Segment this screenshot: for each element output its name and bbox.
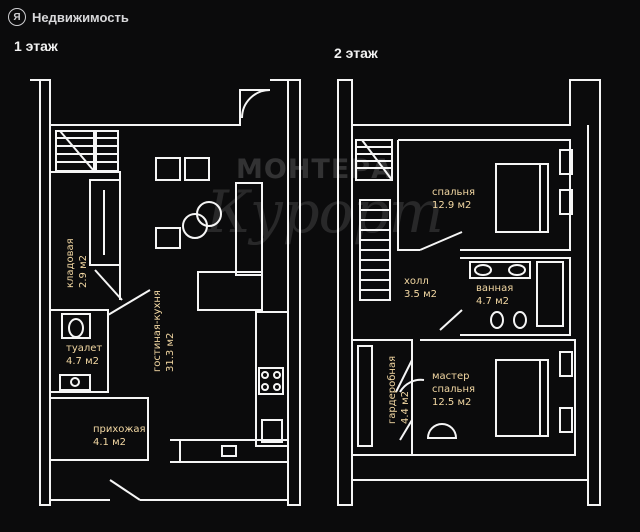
room-hallway-label: прихожая 4.1 м2	[93, 423, 146, 449]
room-master-bedroom-label: мастер спальня 12.5 м2	[432, 370, 475, 409]
room-toilet-label: туалет 4.7 м2	[66, 342, 102, 368]
room-master-bedroom-area: 12.5 м2	[432, 397, 472, 408]
watermark-line-2: Курорт	[206, 178, 444, 246]
room-bathroom-label: ванная 4.7 м2	[476, 282, 513, 308]
room-hall-label: холл 3.5 м2	[404, 275, 437, 301]
room-wardrobe-area: 4.4 м2	[400, 391, 411, 424]
room-wardrobe-name: гардеробная	[387, 355, 398, 424]
room-pantry-area: 2.9 м2	[78, 255, 89, 288]
room-bathroom-name: ванная	[476, 283, 514, 294]
room-bedroom-name: спальня	[432, 187, 476, 198]
brand-name: Недвижимость	[32, 9, 129, 25]
floor-1-title: 1 этаж	[14, 38, 58, 54]
stair-flight-2	[356, 140, 392, 300]
room-bedroom-label: спальня 12.9 м2	[432, 186, 475, 212]
room-bedroom-area: 12.9 м2	[432, 200, 472, 211]
room-hall-area: 3.5 м2	[404, 289, 437, 300]
floor-2-outer-wall	[338, 80, 352, 505]
room-living-kitchen-label: гостиная-кухня 31.3 м2	[151, 290, 177, 372]
floor-1-plan	[30, 80, 300, 505]
room-hall-name: холл	[404, 276, 429, 287]
floor-2-plan	[338, 80, 600, 505]
room-wardrobe-label: гардеробная 4.4 м2	[386, 356, 412, 424]
entry-door-arc	[242, 90, 270, 118]
yandex-mark-icon: Я	[8, 8, 26, 26]
watermark-line-1: МОНТЕРА	[236, 154, 393, 185]
room-pantry-label: кладовая 2.9 м2	[64, 238, 90, 288]
room-bathroom-area: 4.7 м2	[476, 296, 509, 307]
room-toilet-area: 4.7 м2	[66, 356, 99, 367]
room-pantry-name: кладовая	[65, 238, 76, 288]
room-hallway-area: 4.1 м2	[93, 437, 126, 448]
room-living-kitchen-name: гостиная-кухня	[152, 290, 163, 372]
room-living-kitchen-area: 31.3 м2	[165, 332, 176, 372]
room-master-bedroom-name-2: спальня	[432, 384, 476, 395]
brand-header[interactable]: Я Недвижимость	[8, 8, 129, 26]
floor-1-outer-wall	[30, 80, 50, 505]
stair-flight-1	[56, 131, 118, 171]
room-toilet-name: туалет	[66, 343, 103, 354]
room-master-bedroom-name-1: мастер	[432, 371, 470, 382]
room-hallway-name: прихожая	[93, 424, 146, 435]
floor-2-title: 2 этаж	[334, 45, 378, 61]
